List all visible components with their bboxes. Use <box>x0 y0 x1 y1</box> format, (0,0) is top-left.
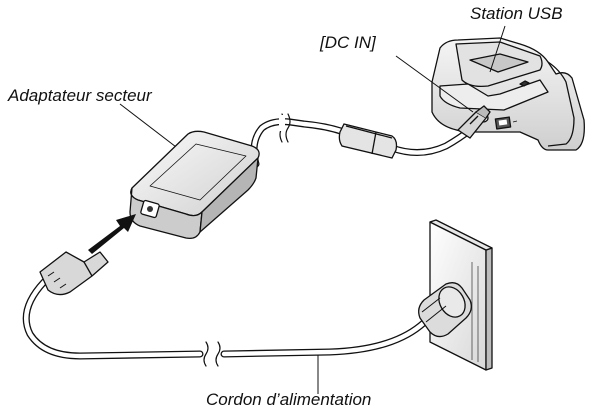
ac-adapter-label: Adaptateur secteur <box>8 86 152 105</box>
power-cord-label: Cordon d’alimentation <box>206 390 372 409</box>
power-cord <box>22 278 436 367</box>
usb-station <box>431 37 585 151</box>
insert-arrow-icon <box>88 214 136 254</box>
dc-cable <box>250 113 474 168</box>
dc-in-label: [DC IN] <box>320 33 376 52</box>
ac-adapter <box>129 130 260 240</box>
wall-plug <box>418 282 472 338</box>
ferrite-core <box>338 123 398 159</box>
leader-lines <box>119 25 506 394</box>
cord-plug <box>39 251 109 296</box>
station-usb-label: Station USB <box>470 4 563 23</box>
dc-plug <box>456 105 491 139</box>
